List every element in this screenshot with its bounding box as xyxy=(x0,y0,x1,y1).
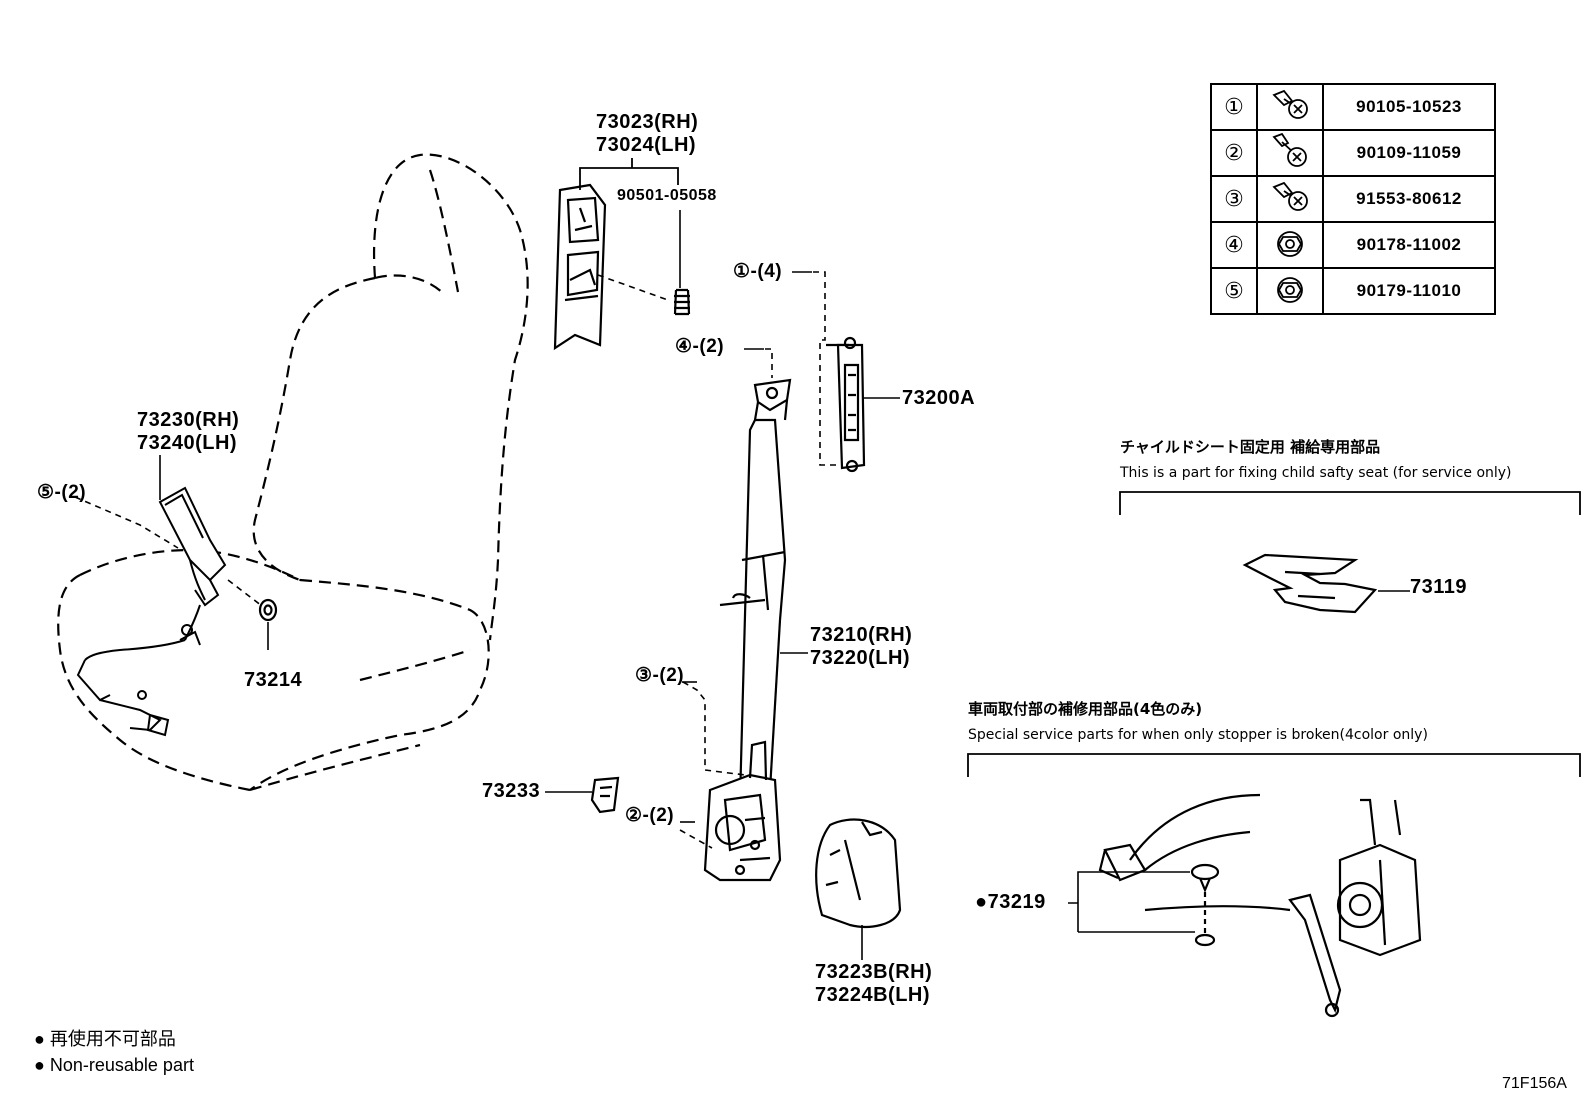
label-nut4-qty: ④-(2) xyxy=(675,336,725,357)
fastener-row: ② 90109-11059 xyxy=(1210,129,1496,177)
label-bolt1-qty: ①-(4) xyxy=(733,261,783,282)
fastener-table: ① 90105-10523 ② 90109-11059 ③ 91553-8061… xyxy=(1210,83,1496,315)
stopper-note-en: Special service parts for when only stop… xyxy=(968,727,1428,743)
fastener-part-number: 90105-10523 xyxy=(1322,83,1496,131)
label-retractor-cover-lh: 73224B(LH) xyxy=(815,984,931,1006)
label-stopper-button: 73233 xyxy=(482,780,541,802)
seat-outline xyxy=(57,153,529,792)
fastener-row: ① 90105-10523 xyxy=(1210,83,1496,131)
child-seat-note-jp: チャイルドシート固定用 補給専用部品 xyxy=(1120,438,1381,456)
label-bolt3-qty: ③-(2) xyxy=(635,665,685,686)
label-retractor-cover-rh: 73223B(RH) xyxy=(815,961,933,983)
label-belt-lh: 73220(LH) xyxy=(810,647,911,669)
fastener-part-number: 90109-11059 xyxy=(1322,129,1496,177)
label-adjuster: 73200A xyxy=(902,387,976,409)
fastener-part-number: 91553-80612 xyxy=(1322,175,1496,223)
flange-bolt-icon xyxy=(1256,129,1324,177)
label-stopper-kit: ●73219 xyxy=(975,891,1046,913)
seat-belt-buckle xyxy=(76,486,227,737)
fastener-index: ④ xyxy=(1210,221,1258,269)
child-seat-plate xyxy=(1242,553,1378,614)
child-seat-note-en: This is a part for fixing child safty se… xyxy=(1120,465,1512,481)
stopper-kit-fasteners xyxy=(1190,863,1220,947)
height-adjuster xyxy=(836,336,866,473)
flange-bolt-icon xyxy=(1256,83,1324,131)
flange-nut-icon xyxy=(1256,267,1324,315)
fastener-row: ③ 91553-80612 xyxy=(1210,175,1496,223)
label-buckle-lh: 73240(LH) xyxy=(137,432,238,454)
fastener-index: ⑤ xyxy=(1210,267,1258,315)
label-buckle-rh: 73230(RH) xyxy=(137,409,240,431)
label-belt-rh: 73210(RH) xyxy=(810,624,913,646)
label-washer: 73214 xyxy=(244,669,303,691)
clip-spring xyxy=(673,288,691,316)
stopper-note-jp: 車両取付部の補修用部品(4色のみ) xyxy=(968,700,1203,718)
flange-nut-icon xyxy=(1256,221,1324,269)
label-cover-lh: 73024(LH) xyxy=(596,134,697,156)
fastener-index: ③ xyxy=(1210,175,1258,223)
flange-bolt-icon xyxy=(1256,175,1324,223)
pillar-cover xyxy=(553,183,607,351)
fastener-row: ④ 90178-11002 xyxy=(1210,221,1496,269)
fastener-part-number: 90178-11002 xyxy=(1322,221,1496,269)
stopper-repair-illustration xyxy=(1098,793,1422,1018)
label-clip: 90501-05058 xyxy=(617,187,717,204)
fastener-row: ⑤ 90179-11010 xyxy=(1210,267,1496,315)
fastener-part-number: 90179-11010 xyxy=(1322,267,1496,315)
legend-non-reusable-jp: ● 再使用不可部品 xyxy=(34,1029,176,1049)
label-bolt2-qty: ②-(2) xyxy=(625,805,675,826)
label-cover-rh: 73023(RH) xyxy=(596,111,699,133)
retractor-cover xyxy=(815,818,902,928)
figure-id: 71F156A xyxy=(1502,1075,1567,1092)
fastener-index: ② xyxy=(1210,129,1258,177)
legend-non-reusable-en: ● Non-reusable part xyxy=(34,1055,194,1075)
label-child-plate: 73119 xyxy=(1410,576,1468,598)
fastener-index: ① xyxy=(1210,83,1258,131)
label-nut5-qty: ⑤-(2) xyxy=(37,482,87,503)
seat-belt-assembly xyxy=(703,378,792,882)
stopper-button xyxy=(590,776,620,814)
